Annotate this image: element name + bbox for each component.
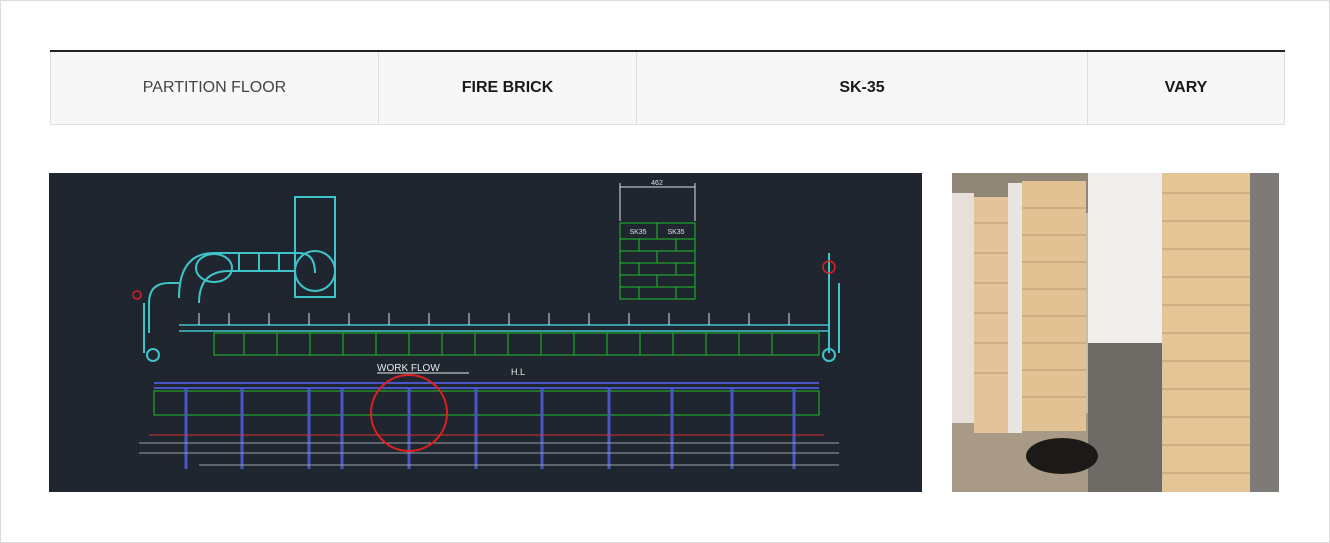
lower-burner-row	[153, 390, 820, 416]
size-cell: VARY	[1087, 51, 1285, 125]
brick-column-2	[1022, 181, 1086, 431]
work-flow-label: WORK FLOW	[377, 363, 440, 374]
brick-label-right: SK35	[667, 229, 684, 236]
foundation	[139, 442, 839, 466]
floor-opening	[1026, 438, 1098, 474]
burner-marker-left	[132, 290, 142, 300]
brick-wall-detail	[619, 183, 696, 300]
material-cell: FIRE BRICK	[378, 51, 637, 125]
brick-column-1	[974, 197, 1008, 433]
hearth-conveyor	[154, 382, 819, 389]
furnace-cad-drawing: 462 SK35 SK35	[49, 173, 922, 492]
brick-label-left: SK35	[629, 229, 646, 236]
furnace-roof	[179, 324, 829, 332]
spec-table: PARTITION FLOOR FIRE BRICK SK-35 VARY	[50, 50, 1285, 125]
support-columns	[184, 388, 796, 469]
exhaust-duct	[143, 196, 840, 362]
level-mark-label: H.L	[511, 367, 525, 377]
spec-row: PARTITION FLOOR FIRE BRICK SK-35 VARY	[50, 51, 1285, 125]
brick-mortar-lines	[974, 192, 1250, 474]
upper-burner-row	[213, 332, 820, 356]
grade-cell: SK-35	[636, 51, 1088, 125]
dimension-label: 462	[651, 180, 663, 187]
detail-highlight-circle	[370, 374, 448, 452]
burner-marker-right	[822, 260, 836, 274]
photo-svg	[952, 173, 1279, 492]
roof-anchors	[198, 313, 790, 325]
brick-column-photo	[952, 173, 1279, 492]
cad-drawing-svg: 462 SK35 SK35	[132, 180, 840, 469]
location-cell: PARTITION FLOOR	[50, 51, 379, 125]
white-column	[1088, 173, 1162, 343]
